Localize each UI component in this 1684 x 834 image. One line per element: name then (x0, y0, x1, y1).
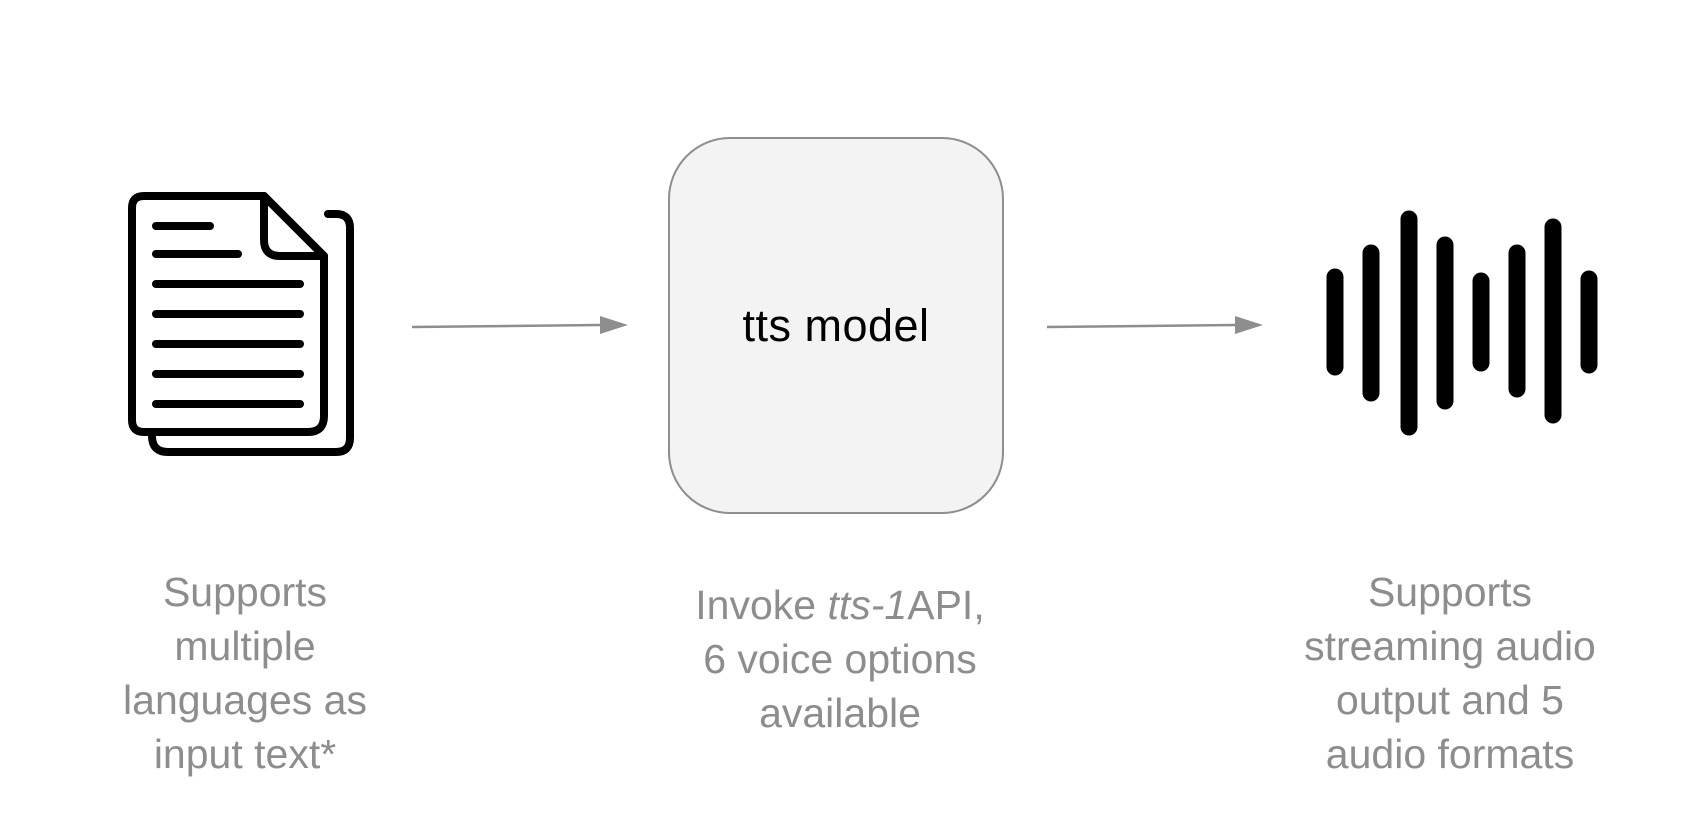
caption-line: audio formats (1325, 731, 1575, 777)
caption-line: Supports (1367, 569, 1533, 615)
api-name: tts-1 (827, 582, 908, 628)
caption-line: languages as (123, 677, 367, 723)
caption-line: multiple (174, 623, 316, 669)
arrow-right-icon (1046, 316, 1263, 334)
caption-line: streaming audio (1304, 623, 1596, 669)
caption-line: available (759, 690, 921, 736)
model-label: tts model (742, 299, 930, 351)
input-caption: Supports multiple languages as input tex… (90, 565, 400, 781)
caption-text: Invoke (695, 582, 828, 628)
caption-line: 6 voice options (703, 636, 977, 682)
tts-model-box: tts model (668, 137, 1004, 514)
caption-line: input text* (153, 731, 337, 777)
arrow-right-icon (411, 316, 628, 334)
caption-line: Supports (162, 569, 328, 615)
caption-line: output and 5 (1336, 677, 1564, 723)
sound-wave-icon (1326, 210, 1598, 436)
caption-text: API, (907, 582, 985, 628)
output-caption: Supports streaming audio output and 5 au… (1270, 565, 1630, 781)
model-caption: Invoke tts-1API, 6 voice options availab… (640, 578, 1040, 740)
caption-line: Invoke tts-1API, (640, 578, 1040, 632)
document-icon (128, 192, 354, 456)
